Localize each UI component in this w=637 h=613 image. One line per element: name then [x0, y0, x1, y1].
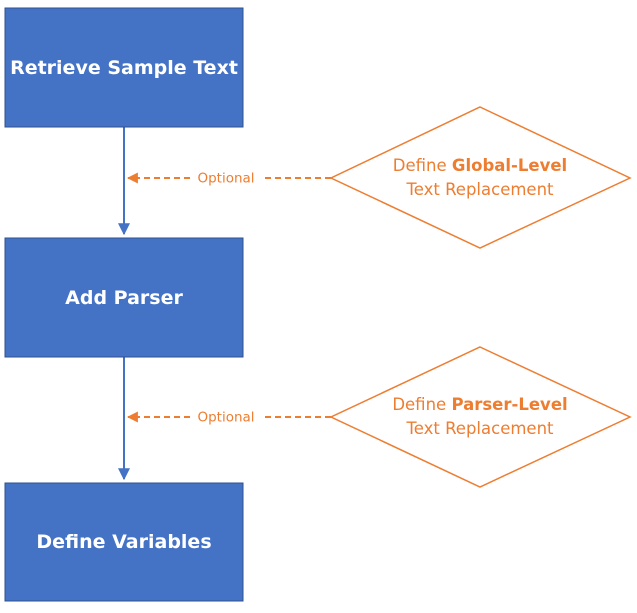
- decision-parser-level-text-replacement[interactable]: Define Parser-Level Text Replacement: [329, 346, 632, 488]
- decision-global-level-text-replacement[interactable]: Define Global-Level Text Replacement: [329, 106, 632, 249]
- decision-label-prefix: Define: [392, 395, 451, 414]
- decision-label-line2: Text Replacement: [405, 419, 554, 438]
- decision-label-line1: Define Parser-Level: [392, 395, 567, 414]
- decision-diamond-shape: [329, 346, 632, 488]
- decision-label-line1: Define Global-Level: [393, 156, 567, 175]
- step-box-add-parser[interactable]: Add Parser: [4, 237, 244, 358]
- step-box-shape: [4, 7, 244, 128]
- step-box-shape: [4, 237, 244, 358]
- decision-label-line2: Text Replacement: [405, 180, 554, 199]
- step-label: Add Parser: [65, 287, 183, 309]
- decision-label-prefix: Define: [393, 156, 452, 175]
- optional-label-global: Optional: [197, 171, 254, 187]
- decision-label-emphasis: Parser-Level: [451, 395, 567, 414]
- optional-label-parser: Optional: [197, 410, 254, 426]
- step-box-define-variables[interactable]: Define Variables: [4, 482, 244, 602]
- decision-diamond-shape: [329, 106, 632, 249]
- step-label: Define Variables: [36, 531, 211, 553]
- decision-label-emphasis: Global-Level: [452, 156, 567, 175]
- step-label: Retrieve Sample Text: [10, 57, 238, 79]
- step-box-shape: [4, 482, 244, 602]
- step-box-retrieve-sample-text[interactable]: Retrieve Sample Text: [4, 7, 244, 128]
